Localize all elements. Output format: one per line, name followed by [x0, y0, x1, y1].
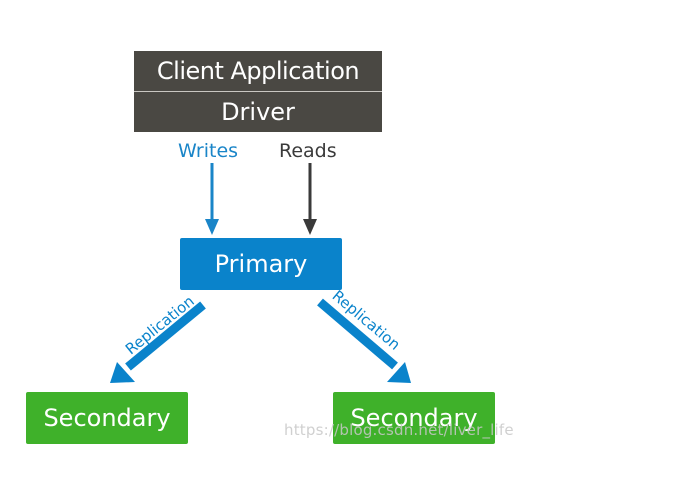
writes-arrow: [205, 163, 219, 235]
replication-left-arrow: Replication: [110, 292, 206, 383]
driver-label: Driver: [221, 98, 295, 126]
primary-label: Primary: [214, 250, 308, 278]
client-application-label: Client Application: [156, 57, 360, 85]
reads-arrow: [303, 163, 317, 235]
client-driver-divider: [134, 91, 382, 92]
secondary-right-label: Secondary: [350, 404, 478, 432]
driver-box: Driver: [134, 92, 382, 132]
primary-box: Primary: [180, 238, 342, 290]
writes-label: Writes: [178, 140, 239, 162]
secondary-left-label: Secondary: [43, 404, 171, 432]
replication-left-label: Replication: [122, 292, 198, 358]
watermark-text: https://blog.csdn.net/liver_life: [284, 421, 514, 439]
replication-right-arrow: Replication: [317, 287, 411, 383]
client-application-box: Client Application: [134, 51, 382, 91]
secondary-left-box: Secondary: [26, 392, 188, 444]
reads-label: Reads: [279, 140, 337, 162]
secondary-right-box: Secondary: [333, 392, 495, 444]
